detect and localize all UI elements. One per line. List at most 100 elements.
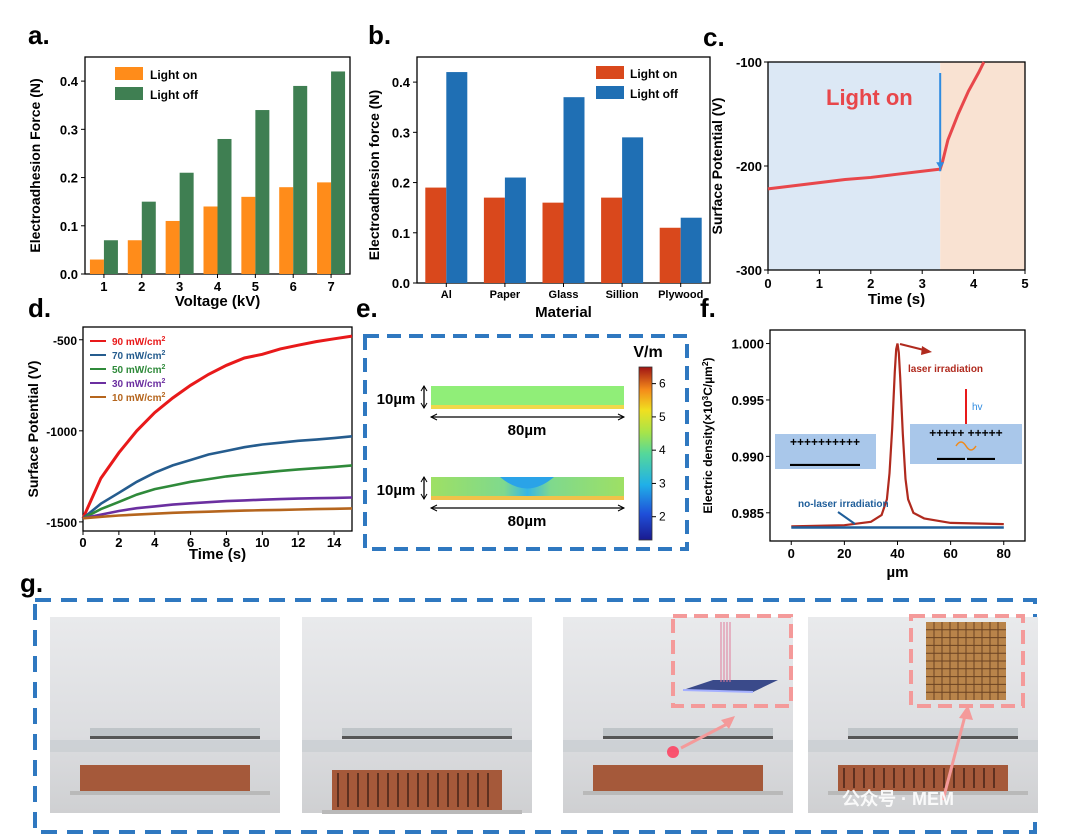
- x-tick-label: 5: [252, 279, 259, 294]
- x-tick-label: 12: [291, 535, 305, 550]
- chart-f-electric-density: ++++++++++▬▬▬▬▬▬▬▬▬▬+++++ +++++▬▬▬▬ ▬▬▬▬…: [700, 329, 1026, 581]
- base-plate: [583, 791, 783, 795]
- x-tick-label: 3: [919, 276, 926, 291]
- dim-arrow: [420, 402, 428, 409]
- y-axis-label: Electroadhesion force (N): [366, 90, 382, 260]
- carrier-path: [955, 441, 977, 451]
- panel-letter-e: e.: [356, 293, 378, 323]
- panel-letter-b: b.: [368, 20, 391, 50]
- photo-3: [563, 614, 793, 813]
- potential-line: [767, 61, 986, 191]
- film-edge: [90, 736, 260, 739]
- x-tick-label: 0: [764, 276, 771, 291]
- series-line: [82, 464, 353, 520]
- x-axis-label: µm: [887, 564, 909, 581]
- legend-label: 50 mW/cm2: [112, 364, 165, 376]
- panel-letter-c: c.: [703, 22, 725, 52]
- colorbar-tick-label: 4: [659, 443, 666, 457]
- copper-electrode: [80, 765, 250, 791]
- callout-arrow: [680, 720, 732, 750]
- thickness-label: 10µm: [377, 391, 416, 408]
- bar-7-off: [331, 71, 346, 274]
- arrow-head: [959, 705, 973, 720]
- x-tick-label: 0: [79, 535, 86, 550]
- dim-arrow: [429, 413, 438, 421]
- x-tick-label: 4: [151, 535, 159, 550]
- bar-Sillion-on: [601, 197, 623, 283]
- base-plate: [70, 791, 270, 795]
- y-tick-label: -100: [736, 55, 762, 70]
- inset-film: [683, 680, 778, 692]
- glass-plate: [563, 740, 793, 752]
- base-plate: [828, 791, 1028, 795]
- dashed-frame: [33, 598, 1037, 834]
- bar-2-off: [141, 201, 156, 274]
- legend-swatch: [115, 67, 143, 80]
- legend-swatch: [596, 66, 624, 79]
- colorbar-tick-label: 2: [659, 510, 666, 524]
- legend-label: 70 mW/cm2: [112, 350, 165, 362]
- bar-6-on: [279, 187, 294, 274]
- arrow-head: [936, 162, 945, 170]
- glass-plate: [342, 728, 512, 736]
- slab-edge: [431, 405, 624, 409]
- legend-swatch: [115, 87, 143, 100]
- panel-letter-d: d.: [28, 293, 51, 323]
- x-tick-label: Glass: [549, 289, 579, 301]
- inset-charges-top: ++++++++++: [790, 435, 860, 449]
- x-tick-label: 7: [327, 279, 334, 294]
- x-tick-label: Sillion: [606, 289, 639, 301]
- y-tick-label: 0.0: [392, 276, 410, 291]
- legend-label: Light off: [150, 88, 199, 102]
- y-axis-label: Electroadhesion Force (N): [27, 78, 43, 252]
- bar-2-on: [127, 240, 142, 274]
- x-tick-label: 2: [115, 535, 122, 550]
- film-edge: [603, 736, 773, 739]
- x-tick-label: 40: [890, 546, 904, 561]
- y-axis-label: Surface Potential (V): [709, 98, 725, 235]
- y-tick-label: 0.995: [731, 393, 764, 408]
- y-tick-label: 0.2: [60, 171, 78, 186]
- panel-letter-a: a.: [28, 20, 50, 50]
- bar-Plywood-off: [680, 217, 702, 283]
- y-tick-label: 0.1: [392, 226, 410, 241]
- bar-5-off: [255, 110, 270, 275]
- x-tick-label: 5: [1021, 276, 1028, 291]
- glass-plate: [603, 728, 773, 736]
- dashed-frame: [363, 334, 689, 551]
- glass-plate: [50, 740, 280, 752]
- x-tick-label: 8: [223, 535, 230, 550]
- bar-Paper-off: [504, 177, 526, 283]
- dim-arrow: [617, 413, 626, 421]
- x-tick-label: 1: [816, 276, 823, 291]
- x-tick-label: Paper: [490, 289, 521, 301]
- x-tick-label: Al: [441, 289, 452, 301]
- x-axis-label: Voltage (kV): [175, 293, 261, 310]
- no-laser-annotation: no-laser irradiation: [798, 499, 889, 510]
- x-tick-label: Plywood: [658, 289, 703, 301]
- photo-1: [50, 617, 280, 813]
- glass-plate: [302, 740, 532, 752]
- inset-charges-bottom: ▬▬▬▬ ▬▬▬▬: [937, 455, 995, 462]
- y-tick-label: -1000: [46, 425, 77, 439]
- light-on-annotation: Light on: [826, 85, 913, 110]
- x-axis-label: Time (s): [868, 291, 925, 308]
- bar-4-off: [217, 138, 232, 274]
- y-tick-label: 0.990: [731, 449, 764, 464]
- no-laser-annotation-arrow: [837, 511, 856, 525]
- uniform-field-slab: [431, 386, 624, 408]
- x-axis-label: Time (s): [189, 546, 246, 563]
- legend-label: Light on: [630, 67, 677, 81]
- dim-arrow: [617, 504, 626, 512]
- dim-arrow: [420, 385, 428, 392]
- bar-4-on: [203, 206, 218, 274]
- width-label: 80µm: [508, 513, 547, 530]
- x-tick-label: 6: [290, 279, 297, 294]
- bar-3-on: [165, 220, 180, 274]
- callout-arrow: [941, 711, 968, 801]
